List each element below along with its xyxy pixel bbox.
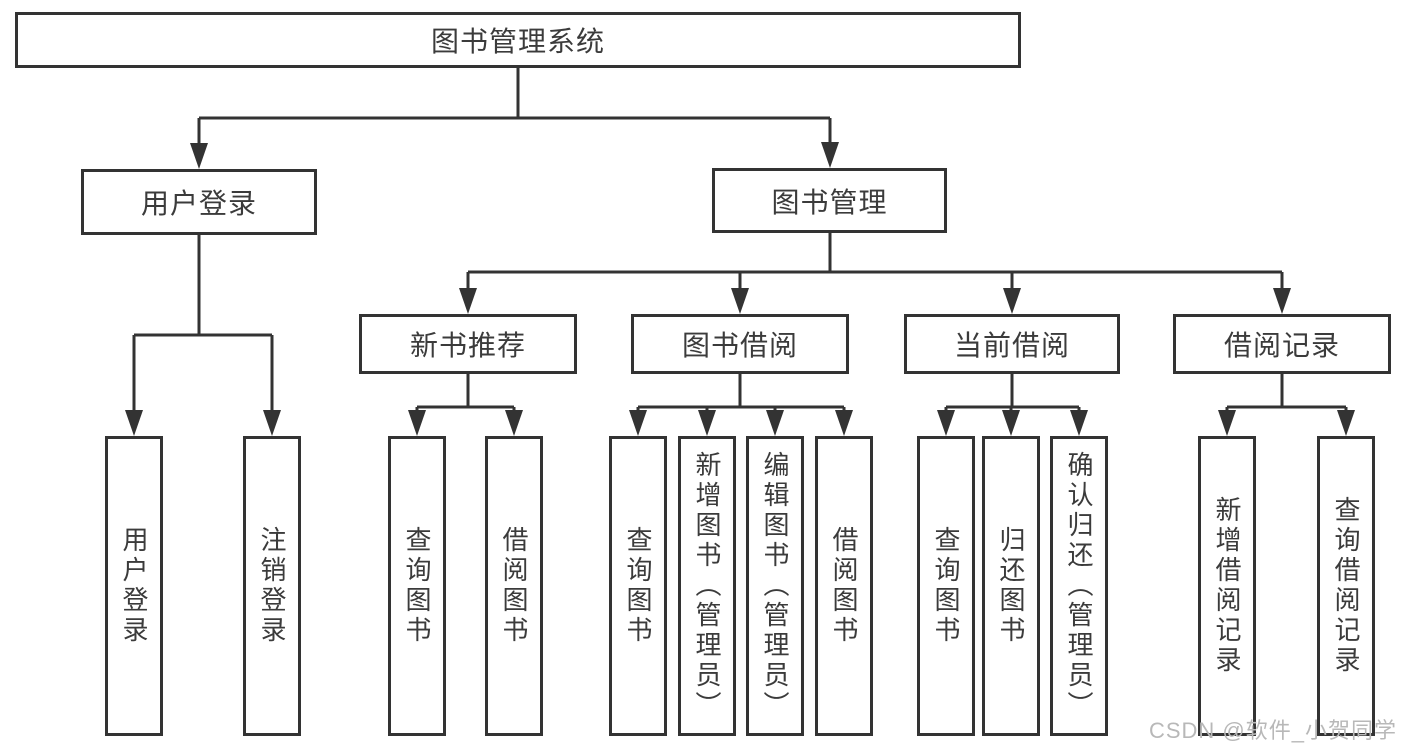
node-label: 注销登录 bbox=[257, 526, 287, 646]
node-new-book-recommend: 新书推荐 bbox=[359, 314, 577, 374]
node-label: 归还图书 bbox=[996, 526, 1026, 646]
leaf-add-borrow-record: 新增借阅记录 bbox=[1198, 436, 1256, 736]
node-label: 查询图书 bbox=[931, 526, 961, 646]
leaf-logout: 注销登录 bbox=[243, 436, 301, 736]
leaf-borrow-books-recommend: 借阅图书 bbox=[485, 436, 543, 736]
leaf-add-books-admin: 新增图书（管理员） bbox=[678, 436, 736, 736]
leaf-edit-books-admin: 编辑图书（管理员） bbox=[746, 436, 804, 736]
node-borrowing-records: 借阅记录 bbox=[1173, 314, 1391, 374]
arrowheads bbox=[125, 142, 1355, 436]
node-label: 查询借阅记录 bbox=[1331, 496, 1361, 676]
node-label: 图书管理 bbox=[771, 186, 888, 218]
node-label: 图书借阅 bbox=[681, 330, 798, 361]
leaf-confirm-return-admin: 确认归还（管理员） bbox=[1050, 436, 1108, 736]
node-current-borrowing: 当前借阅 bbox=[904, 314, 1120, 374]
leaf-query-books-current: 查询图书 bbox=[917, 436, 975, 736]
node-user-login: 用户登录 bbox=[81, 169, 317, 235]
leaf-query-borrow-record: 查询借阅记录 bbox=[1317, 436, 1375, 736]
node-label: 确认归还（管理员） bbox=[1064, 451, 1094, 721]
node-book-management: 图书管理 bbox=[712, 168, 947, 233]
node-label: 编辑图书（管理员） bbox=[760, 451, 790, 721]
node-label: 用户登录 bbox=[140, 188, 257, 219]
leaf-user-login: 用户登录 bbox=[105, 436, 163, 736]
node-book-management-system: 图书管理系统 bbox=[15, 12, 1021, 68]
node-label: 新增图书（管理员） bbox=[692, 451, 722, 721]
node-label: 借阅图书 bbox=[829, 526, 859, 646]
node-book-borrowing: 图书借阅 bbox=[631, 314, 849, 374]
node-label: 用户登录 bbox=[119, 526, 149, 646]
node-label: 当前借阅 bbox=[953, 330, 1070, 361]
node-label: 借阅记录 bbox=[1223, 330, 1340, 361]
node-label: 图书管理系统 bbox=[430, 26, 605, 57]
node-label: 新增借阅记录 bbox=[1212, 496, 1242, 676]
node-label: 查询图书 bbox=[623, 526, 653, 646]
leaf-query-books-borrow: 查询图书 bbox=[609, 436, 667, 736]
node-label: 新书推荐 bbox=[409, 330, 526, 361]
csdn-watermark: CSDN @软件_小贺同学 bbox=[1148, 718, 1397, 743]
leaf-borrow-books: 借阅图书 bbox=[815, 436, 873, 736]
node-label: 查询图书 bbox=[402, 526, 432, 646]
leaf-return-books: 归还图书 bbox=[982, 436, 1040, 736]
node-label: 借阅图书 bbox=[499, 526, 529, 646]
leaf-query-books-recommend: 查询图书 bbox=[388, 436, 446, 736]
